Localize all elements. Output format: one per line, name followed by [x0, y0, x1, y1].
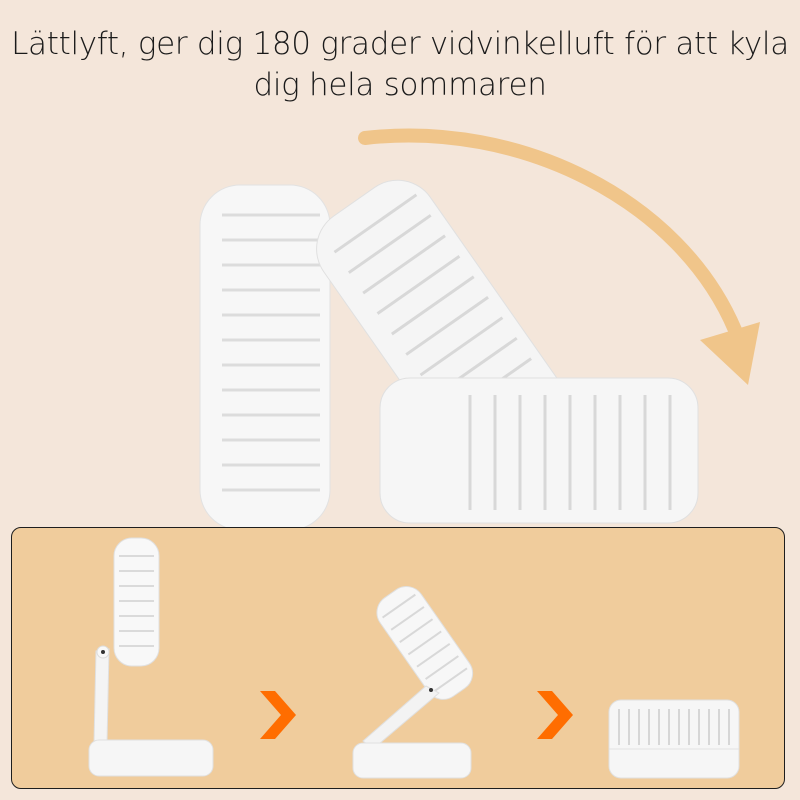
step-chevron-2-icon: [537, 691, 573, 739]
headline-line-1: Lättlyft, ger dig 180 grader vidvinkellu…: [11, 26, 789, 62]
step-tilted-fan-image: [352, 586, 474, 779]
folding-steps-panel: [11, 527, 785, 789]
headline-line-2: dig hela sommaren: [253, 67, 547, 103]
curved-arrow-icon: [358, 128, 760, 385]
step-chevron-1-icon: [260, 691, 296, 739]
hero-fan-rotation-illustration: [199, 128, 760, 530]
fan-flat-image: [379, 377, 699, 524]
headline: Lättlyft, ger dig 180 grader vidvinkellu…: [0, 24, 800, 106]
fan-upright-image: [199, 184, 331, 530]
step-upright-fan-image: [88, 537, 214, 777]
folding-steps-illustration: [88, 537, 740, 779]
step-folded-fan-image: [608, 699, 740, 779]
